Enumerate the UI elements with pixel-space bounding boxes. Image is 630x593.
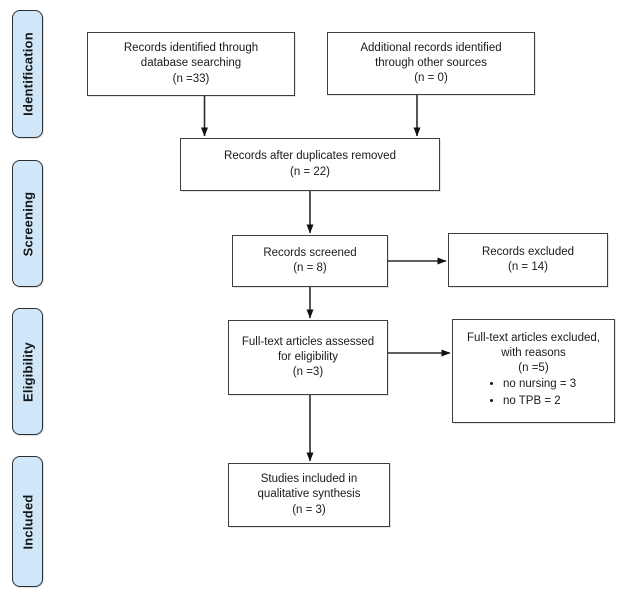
stage-identification-label: Identification [20,32,35,116]
box-studies-included: Studies included in qualitative synthesi… [228,463,390,527]
stage-identification: Identification [12,10,43,138]
stage-screening-label: Screening [20,191,35,256]
box-records-identified: Records identified through database sear… [87,32,295,96]
box-duplicates-removed-text: Records after duplicates removed (n = 22… [224,150,396,178]
reason-no-tpb: no TPB = 2 [503,394,576,409]
box-records-excluded-text: Records excluded (n = 14) [481,245,575,273]
box-studies-included-text: Studies included in qualitative synthesi… [257,473,361,516]
box-fulltext-assessed: Full-text articles assessed for eligibil… [228,320,388,395]
box-additional-records: Additional records identified through ot… [327,32,535,95]
stage-eligibility: Eligibility [12,308,43,435]
box-records-screened: Records screened (n = 8) [232,235,388,287]
box-records-screened-text: Records screened (n = 8) [263,246,357,274]
box-records-identified-text: Records identified through database sear… [123,42,259,85]
reason-no-nursing: no nursing = 3 [503,377,576,392]
fulltext-excluded-reasons: no nursing = 3 no TPB = 2 [487,377,576,411]
box-fulltext-assessed-text: Full-text articles assessed for eligibil… [241,335,375,379]
stage-eligibility-label: Eligibility [20,341,35,402]
stage-included: Included [12,456,43,587]
box-fulltext-excluded-text: Full-text articles excluded, with reason… [467,331,600,374]
box-duplicates-removed: Records after duplicates removed (n = 22… [180,138,440,191]
box-fulltext-excluded: Full-text articles excluded, with reason… [452,319,615,423]
stage-included-label: Included [20,493,35,550]
box-additional-records-text: Additional records identified through ot… [360,41,502,85]
stage-screening: Screening [12,160,43,287]
box-records-excluded: Records excluded (n = 14) [448,233,608,287]
